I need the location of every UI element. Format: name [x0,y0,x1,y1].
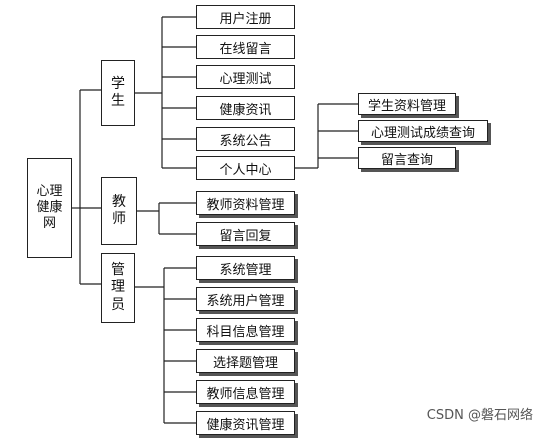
node-user-register: 用户注册 [196,5,295,29]
node-label: 系统用户管理 [206,293,285,309]
node-system-notice: 系统公告 [196,127,295,151]
node-label: 心理测试 [219,71,272,87]
node-label: 科目信息管理 [206,324,285,340]
node-psych-test: 心理测试 [196,65,295,89]
node-system-user-mgmt: 系统用户管理 [196,287,295,311]
node-label: 心理测试成绩查询 [370,125,475,141]
node-label: 教师信息管理 [206,386,285,402]
node-label: 个人中心 [219,162,272,178]
node-root-label: 心理 健康 网 [36,183,63,232]
node-system-mgmt: 系统管理 [196,256,295,280]
node-admin: 管 理 员 [101,253,135,323]
node-label: 用户注册 [219,11,272,27]
node-admin-label: 管 理 员 [111,261,125,313]
node-label: 在线留言 [219,41,272,57]
node-teacher-info-mgmt: 教师信息管理 [196,380,295,404]
node-label: 选择题管理 [212,355,278,371]
node-label: 教师资料管理 [206,197,285,213]
node-label: 学生资料管理 [367,98,446,114]
node-health-news: 健康资讯 [196,96,295,120]
node-student: 学 生 [101,60,135,126]
node-label: 健康资讯管理 [206,417,285,433]
node-subject-info-mgmt: 科目信息管理 [196,318,295,342]
node-choice-question-mgmt: 选择题管理 [196,349,295,373]
node-health-news-mgmt: 健康资讯管理 [196,411,295,435]
node-label: 系统公告 [219,133,272,149]
node-teacher-label: 教 师 [112,193,126,228]
node-label: 留言回复 [219,228,272,244]
node-test-score-query: 心理测试成绩查询 [358,120,488,142]
node-label: 留言查询 [380,152,433,168]
node-label: 健康资讯 [219,102,272,118]
node-message-query: 留言查询 [358,147,456,169]
node-personal-center: 个人中心 [196,156,295,180]
node-online-message: 在线留言 [196,35,295,59]
node-teacher: 教 师 [101,177,137,245]
node-student-profile-mgmt: 学生资料管理 [358,93,456,115]
node-root: 心理 健康 网 [27,158,72,258]
node-message-reply: 留言回复 [196,222,295,246]
node-student-label: 学 生 [111,75,125,110]
node-teacher-profile-mgmt: 教师资料管理 [196,191,295,215]
watermark: CSDN @磐石网络 [426,408,533,423]
node-label: 系统管理 [219,262,272,278]
